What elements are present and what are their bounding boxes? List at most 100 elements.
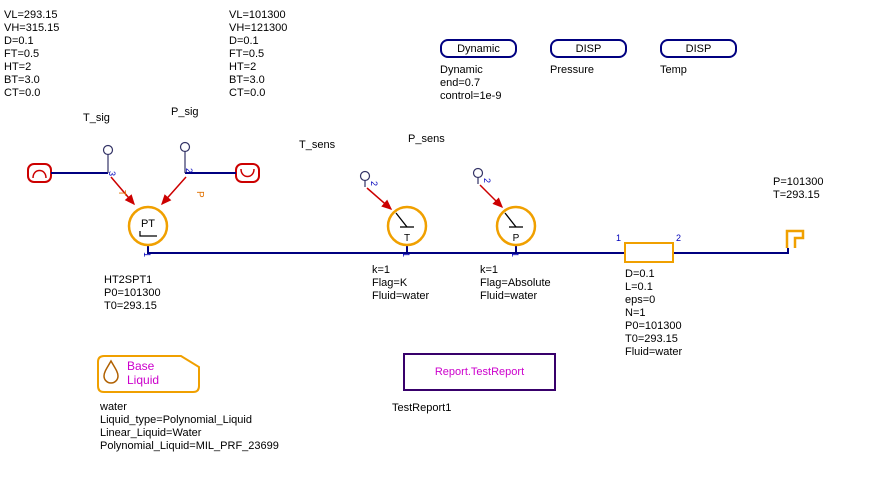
port-digit: 2 — [369, 181, 379, 186]
param-line: T=293.15 — [773, 189, 820, 201]
disp-temp-box[interactable]: DISP — [660, 39, 737, 58]
report-component[interactable]: Report.TestReport — [403, 353, 556, 391]
dynamic-box-label: Dynamic — [457, 42, 500, 55]
port-digit: 1 — [510, 252, 520, 257]
signal-arrow-t-in[interactable] — [110, 176, 135, 206]
param-line: FT=0.5 — [229, 48, 265, 60]
param-line: k=1 — [372, 264, 391, 276]
t-sig-connector[interactable] — [102, 144, 114, 174]
ht2spt-component[interactable]: PT — [127, 205, 169, 247]
param-line: L=0.1 — [625, 281, 653, 293]
param-line: FT=0.5 — [4, 48, 40, 60]
base-liquid-title-1: Base — [127, 359, 155, 373]
disp-temp-caption: Temp — [660, 64, 687, 77]
param-line: P0=101300 — [625, 320, 682, 332]
wire-main-left[interactable] — [147, 245, 625, 254]
param-line: eps=0 — [625, 294, 656, 306]
pipe-glyph — [139, 231, 157, 237]
signal-arrow-p-sens[interactable] — [479, 184, 504, 209]
param-line: CT=0.0 — [229, 87, 266, 99]
param-line: Flag=K — [372, 277, 408, 289]
port-digit: 2 — [676, 233, 681, 243]
param-line: water — [100, 401, 127, 413]
p-sig-source-icon[interactable] — [235, 163, 260, 183]
t-sens-connector[interactable] — [359, 170, 371, 188]
param-line: HT=2 — [229, 61, 257, 73]
p-sig-label: P_sig — [171, 106, 199, 118]
param-line: Fluid=water — [372, 290, 430, 302]
param-line: end=0.7 — [440, 77, 481, 89]
param-line: Temp — [660, 64, 687, 76]
param-line: D=0.1 — [4, 35, 34, 47]
param-line: Liquid_type=Polynomial_Liquid — [100, 414, 252, 426]
param-line: VL=293.15 — [4, 9, 58, 21]
p-sig-connector[interactable] — [179, 141, 191, 174]
param-line: Flag=Absolute — [480, 277, 551, 289]
p-sensor-symbol: P — [513, 233, 520, 244]
p-sens-label: P_sens — [408, 133, 445, 145]
ht2spt-symbol: PT — [141, 218, 155, 230]
param-line: P=101300 — [773, 176, 824, 188]
p-sensor-component[interactable]: P — [495, 205, 537, 247]
t-sig-source-icon[interactable] — [27, 163, 52, 183]
param-line: HT2SPT1 — [104, 274, 153, 286]
param-line: T0=293.15 — [104, 300, 157, 312]
report-caption: TestReport1 — [392, 402, 452, 414]
disp-pressure-caption: Pressure — [550, 64, 594, 77]
t-sens-label: T_sens — [299, 139, 336, 151]
param-line: control=1e-9 — [440, 90, 502, 102]
param-line: Fluid=water — [625, 346, 683, 358]
t-sig-label: T_sig — [83, 112, 110, 124]
param-line: BT=3.0 — [4, 74, 40, 86]
pipe-component[interactable] — [624, 242, 674, 263]
port-digit: 3 — [107, 171, 117, 176]
report-label: Report.TestReport — [434, 366, 525, 378]
param-line: BT=3.0 — [229, 74, 265, 86]
wire-main-right[interactable] — [673, 248, 789, 254]
disp-pressure-box[interactable]: DISP — [550, 39, 627, 58]
disp-temp-label: DISP — [685, 42, 712, 55]
param-line: Pressure — [550, 64, 595, 76]
base-liquid-component[interactable]: Base Liquid — [97, 355, 200, 393]
disp-pressure-label: DISP — [575, 42, 602, 55]
param-line: T0=293.15 — [625, 333, 678, 345]
param-line: N=1 — [625, 307, 646, 319]
port-letter-t: T — [116, 190, 127, 196]
param-line: Fluid=water — [480, 290, 538, 302]
param-line: P0=101300 — [104, 287, 161, 299]
param-line: D=0.1 — [625, 268, 655, 280]
signal-arrow-p-in[interactable] — [161, 176, 187, 206]
param-line: Linear_Liquid=Water — [100, 427, 202, 439]
droplet-icon — [103, 359, 119, 384]
dynamic-box[interactable]: Dynamic — [440, 39, 517, 58]
param-line: HT=2 — [4, 61, 32, 73]
param-line: VH=315.15 — [4, 22, 60, 34]
p-sens-connector[interactable] — [472, 167, 484, 185]
t-sensor-component[interactable]: T — [386, 205, 428, 247]
t-sensor-symbol: T — [404, 233, 410, 244]
port-digit: 2 — [184, 168, 194, 173]
port-letter-p: P — [194, 191, 205, 198]
param-line: D=0.1 — [229, 35, 259, 47]
param-line: Dynamic — [440, 64, 483, 76]
port-digit: 1 — [401, 252, 411, 257]
port-digit: 1 — [142, 252, 152, 257]
param-line: VL=101300 — [229, 9, 286, 21]
boundary-component[interactable] — [785, 229, 805, 248]
signal-arrow-t-sens[interactable] — [366, 187, 393, 210]
base-liquid-title-2: Liquid — [127, 373, 159, 387]
param-line: Polynomial_Liquid=MIL_PRF_23699 — [100, 440, 279, 452]
param-line: VH=121300 — [229, 22, 288, 34]
param-line: k=1 — [480, 264, 499, 276]
